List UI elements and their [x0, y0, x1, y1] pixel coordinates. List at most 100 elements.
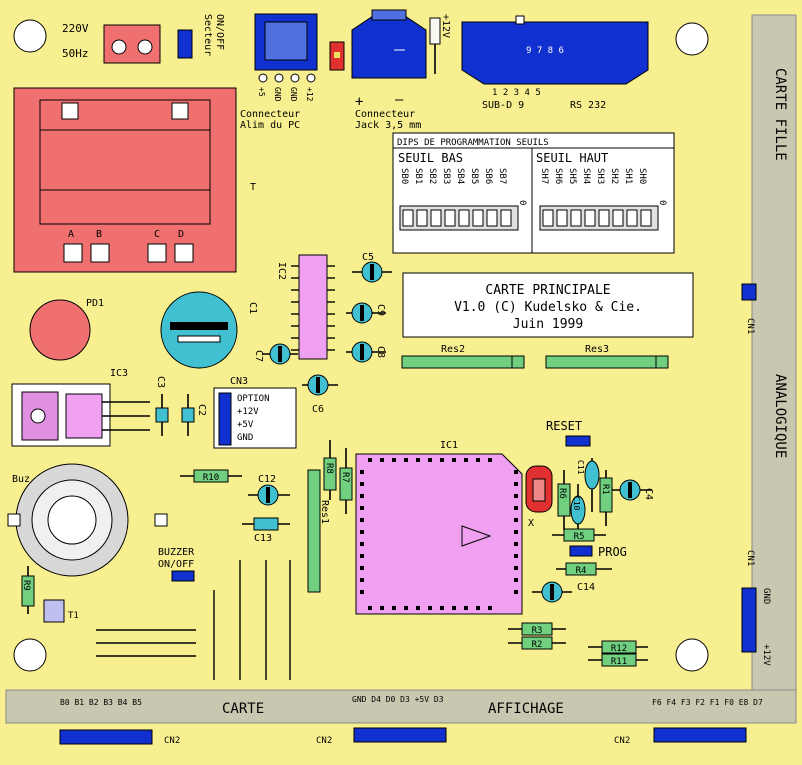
- dip-lever-high[interactable]: [570, 209, 582, 227]
- ic1-pad-bottom: [380, 606, 384, 610]
- label-c8: C8: [375, 346, 386, 358]
- dips-low-zero: 0: [517, 200, 527, 205]
- label-r8: R8: [324, 463, 334, 474]
- pc-pin-2: [274, 73, 284, 83]
- jack-label-1: Connecteur: [355, 109, 415, 120]
- ic1-pad-right: [514, 530, 518, 534]
- label-r2: R2: [532, 640, 543, 650]
- dip-lever-high[interactable]: [542, 209, 554, 227]
- dip-lever-low[interactable]: [444, 209, 456, 227]
- dip-lever-high[interactable]: [556, 209, 568, 227]
- dip-lever-low[interactable]: [430, 209, 442, 227]
- jack-cap: [429, 17, 441, 45]
- cn2-connector-left: [59, 729, 153, 745]
- mount-hole-br: [675, 638, 709, 672]
- label-r3: R3: [532, 626, 543, 636]
- dip-label-sb6: SB6: [483, 168, 493, 184]
- transistor-t1: [43, 599, 65, 623]
- dip-lever-high[interactable]: [612, 209, 624, 227]
- power-50hz: 50Hz: [62, 47, 89, 60]
- subd9-pins-label: 1 2 3 4 5: [492, 88, 541, 98]
- right-title-2: ANALOGIQUE: [772, 374, 788, 458]
- dip-label-sb5: SB5: [469, 168, 479, 184]
- ic1-pad-top: [368, 458, 372, 462]
- cn2-connector-mid: [353, 727, 447, 743]
- ic1-pad-left: [360, 542, 364, 546]
- card-label-line2: V1.0 (C) Kudelsko & Cie.: [454, 300, 642, 315]
- mains-switch: [177, 29, 193, 59]
- subd9-rs: RS 232: [570, 100, 606, 111]
- transformer-term-c: C: [154, 229, 160, 240]
- ic1-pad-left: [360, 518, 364, 522]
- dip-levers: [402, 209, 652, 227]
- dip-label-sh6: SH6: [553, 168, 563, 184]
- label-r4: R4: [576, 566, 587, 576]
- bottom-mid-pins: GND D4 D0 D3 +5V D3: [352, 695, 444, 704]
- transformer: [13, 87, 237, 273]
- right-title-1: CARTE FILLE: [772, 68, 788, 161]
- dip-label-sb0: SB0: [399, 168, 409, 184]
- ic1-pad-top: [440, 458, 444, 462]
- ic1-pad-left: [360, 566, 364, 570]
- label-res3: Res3: [585, 344, 609, 355]
- dip-lever-low[interactable]: [416, 209, 428, 227]
- ic1-pin1-marker: [461, 525, 492, 547]
- dip-lever-low[interactable]: [458, 209, 470, 227]
- ic1-pad-left: [360, 590, 364, 594]
- label-c6: C6: [312, 404, 324, 415]
- ic1-pad-right: [514, 518, 518, 522]
- ic1-pad-left: [360, 578, 364, 582]
- label-r5: R5: [574, 532, 585, 542]
- dip-lever-high[interactable]: [626, 209, 638, 227]
- dip-lever-high[interactable]: [640, 209, 652, 227]
- pc-conn-label-1: Connecteur: [240, 109, 300, 120]
- transformer-pin-d: [174, 243, 194, 263]
- resistor-r2: [521, 636, 553, 650]
- ic1-pad-right: [514, 554, 518, 558]
- ic1-pad-top: [404, 458, 408, 462]
- cn2-label-right: CN2: [614, 736, 630, 746]
- prog-button[interactable]: [569, 545, 593, 557]
- cn2-connector-right: [653, 727, 747, 743]
- prog-label: PROG: [598, 545, 627, 559]
- dip-label-sh2: SH2: [609, 168, 619, 184]
- ic1-pad-top: [452, 458, 456, 462]
- resistor-r1: [599, 477, 613, 513]
- jack-minus: —: [395, 92, 404, 108]
- label-cn3: CN3: [230, 376, 248, 387]
- dip-label-sh5: SH5: [567, 168, 577, 184]
- cn3-pin-gnd: GND: [237, 433, 253, 443]
- dip-lever-low[interactable]: [500, 209, 512, 227]
- dip-lever-low[interactable]: [402, 209, 414, 227]
- ic1-pad-top: [392, 458, 396, 462]
- dips-title: DIPS DE PROGRAMMATION SEUILS: [397, 138, 549, 148]
- resistor-network-res1: [307, 469, 321, 593]
- label-c3: C3: [155, 376, 166, 388]
- ic1-pad-bottom: [476, 606, 480, 610]
- switch-label-2: ON/OFF: [214, 14, 225, 50]
- cn2-label-mid: CN2: [316, 736, 332, 746]
- dip-label-sb4: SB4: [455, 168, 465, 184]
- dip-lever-high[interactable]: [584, 209, 596, 227]
- bottom-daughter-strip: [5, 689, 797, 724]
- pc-pin-1: [258, 73, 268, 83]
- label-c4: C4: [643, 488, 654, 500]
- capacitor-c11: [584, 458, 600, 512]
- dips-panel: [392, 132, 675, 254]
- dip-label-sb2: SB2: [427, 168, 437, 184]
- buzzer-switch[interactable]: [171, 570, 195, 582]
- diode-mark: [334, 52, 340, 58]
- capacitor-c12: [248, 484, 290, 506]
- buzzer-center: [47, 495, 97, 545]
- dip-lever-high[interactable]: [598, 209, 610, 227]
- buzzer-pin-1: [7, 513, 21, 527]
- label-c10: C10: [572, 496, 581, 511]
- reset-button[interactable]: [565, 435, 591, 447]
- buzzer-switch-label-1: BUZZER: [158, 547, 195, 558]
- dip-lever-low[interactable]: [472, 209, 484, 227]
- dip-lever-low[interactable]: [486, 209, 498, 227]
- buzzer-switch-label-2: ON/OFF: [158, 559, 194, 570]
- ic1-pads: [360, 458, 518, 610]
- resistor-r6: [557, 483, 571, 517]
